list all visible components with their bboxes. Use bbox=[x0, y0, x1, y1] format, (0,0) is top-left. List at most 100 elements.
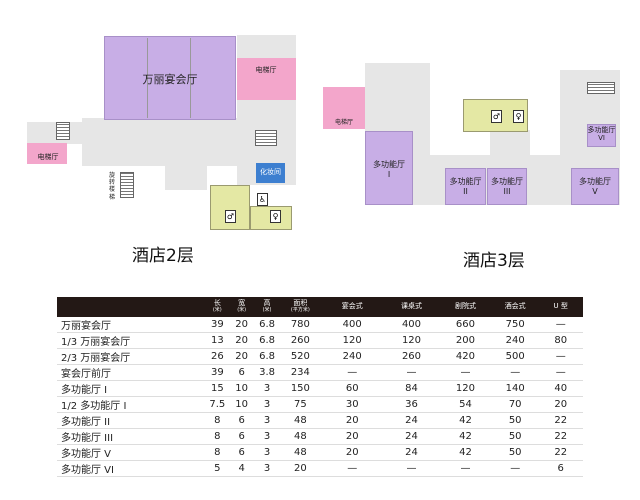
hall-5 bbox=[571, 168, 619, 205]
column-header-label: 课桌式 bbox=[400, 302, 422, 311]
column-header-label: U 型 bbox=[553, 302, 568, 311]
table-cell: 48 bbox=[280, 444, 321, 461]
hall-number: II bbox=[463, 186, 468, 196]
table-cell: 150 bbox=[280, 380, 321, 397]
stairs-icon bbox=[56, 122, 70, 140]
table-cell: 26 bbox=[205, 348, 230, 365]
hall-2 bbox=[445, 168, 486, 205]
table-cell: 20 bbox=[280, 460, 321, 477]
table-cell: 3 bbox=[253, 444, 281, 461]
table-cell: 660 bbox=[439, 317, 492, 333]
table-cell: 70 bbox=[491, 396, 539, 413]
table-cell: 234 bbox=[280, 364, 321, 381]
table-cell: 400 bbox=[320, 317, 384, 333]
table-cell: 120 bbox=[439, 380, 492, 397]
table-cell: 10 bbox=[229, 380, 254, 397]
elevator-hall-left bbox=[27, 143, 67, 164]
table-cell: 42 bbox=[439, 428, 492, 445]
makeup-room bbox=[256, 163, 285, 183]
table-cell: 3 bbox=[253, 412, 281, 429]
spiral-stairs-icon bbox=[120, 172, 134, 198]
hall-name: 多功能厅 bbox=[449, 177, 482, 186]
table-cell: 24 bbox=[383, 428, 439, 445]
floor2-caption: 酒店2层 bbox=[132, 246, 194, 266]
floor3-elevator-hall bbox=[323, 87, 365, 129]
room-name-cell: 多功能厅 I bbox=[57, 380, 206, 397]
hall-number: V bbox=[592, 186, 598, 196]
table-cell: 39 bbox=[205, 364, 230, 381]
room-name-cell: 多功能厅 V bbox=[57, 444, 206, 461]
table-cell: 120 bbox=[383, 332, 439, 349]
table-cell: 6.8 bbox=[253, 332, 281, 349]
makeup-room-label: 化妆间 bbox=[260, 168, 281, 176]
column-header: 高(米) bbox=[253, 297, 281, 317]
column-header: 长(米) bbox=[205, 297, 230, 317]
ballroom-partition bbox=[147, 38, 148, 118]
stairs-icon bbox=[255, 130, 277, 146]
restroom-person-icon: ♂ bbox=[491, 110, 502, 123]
room-name-cell: 宴会厅前厅 bbox=[57, 364, 206, 381]
table-cell: 30 bbox=[320, 396, 384, 413]
table-cell: 50 bbox=[491, 428, 539, 445]
column-header: U 型 bbox=[538, 297, 583, 317]
table-cell: 8 bbox=[205, 412, 230, 429]
table-cell: 6.8 bbox=[253, 348, 281, 365]
table-cell: 4 bbox=[229, 460, 254, 477]
table-cell: 240 bbox=[491, 332, 539, 349]
room-name-cell: 多功能厅 II bbox=[57, 412, 206, 429]
ballroom-partition bbox=[190, 38, 191, 118]
table-cell: 3 bbox=[253, 460, 281, 477]
elevator-hall-right bbox=[237, 58, 296, 100]
column-header: 剧院式 bbox=[439, 297, 492, 317]
table-cell: 780 bbox=[280, 317, 321, 333]
table-cell: 3 bbox=[253, 396, 281, 413]
floor2-west-core bbox=[27, 122, 82, 144]
table-cell: 20 bbox=[229, 348, 254, 365]
table-cell: 240 bbox=[320, 348, 384, 365]
table-cell: 8 bbox=[205, 428, 230, 445]
table-cell: 5 bbox=[205, 460, 230, 477]
table-cell: 50 bbox=[491, 444, 539, 461]
table-cell: — bbox=[491, 460, 539, 477]
table-cell: 20 bbox=[229, 332, 254, 349]
accessible-icon: ♿ bbox=[257, 193, 268, 206]
restroom-person-icon: ♀ bbox=[513, 110, 524, 123]
table-cell: 7.5 bbox=[205, 396, 230, 413]
table-cell: 50 bbox=[491, 412, 539, 429]
table-cell: 39 bbox=[205, 317, 230, 333]
table-cell: 500 bbox=[491, 348, 539, 365]
table-cell: 6 bbox=[538, 460, 583, 477]
table-cell: 20 bbox=[320, 444, 384, 461]
table-cell: 6.8 bbox=[253, 317, 281, 333]
column-header: 课桌式 bbox=[383, 297, 439, 317]
table-cell: 120 bbox=[320, 332, 384, 349]
column-header: 面积(平方米) bbox=[280, 297, 321, 317]
table-cell: 8 bbox=[205, 444, 230, 461]
table-cell: — bbox=[538, 317, 583, 333]
table-cell: 42 bbox=[439, 412, 492, 429]
table-cell: 15 bbox=[205, 380, 230, 397]
table-cell: 22 bbox=[538, 428, 583, 445]
table-cell: 24 bbox=[383, 412, 439, 429]
table-cell: 84 bbox=[383, 380, 439, 397]
table-cell: — bbox=[439, 364, 492, 381]
table-cell: — bbox=[491, 364, 539, 381]
room-name-cell: 万丽宴会厅 bbox=[57, 317, 206, 333]
table-cell: 3 bbox=[253, 380, 281, 397]
column-header-label: 酒会式 bbox=[504, 302, 526, 311]
elevator-hall-left-label: 电梯厅 bbox=[37, 153, 59, 161]
hall-3 bbox=[487, 168, 527, 205]
column-header-label: 剧院式 bbox=[454, 302, 476, 311]
